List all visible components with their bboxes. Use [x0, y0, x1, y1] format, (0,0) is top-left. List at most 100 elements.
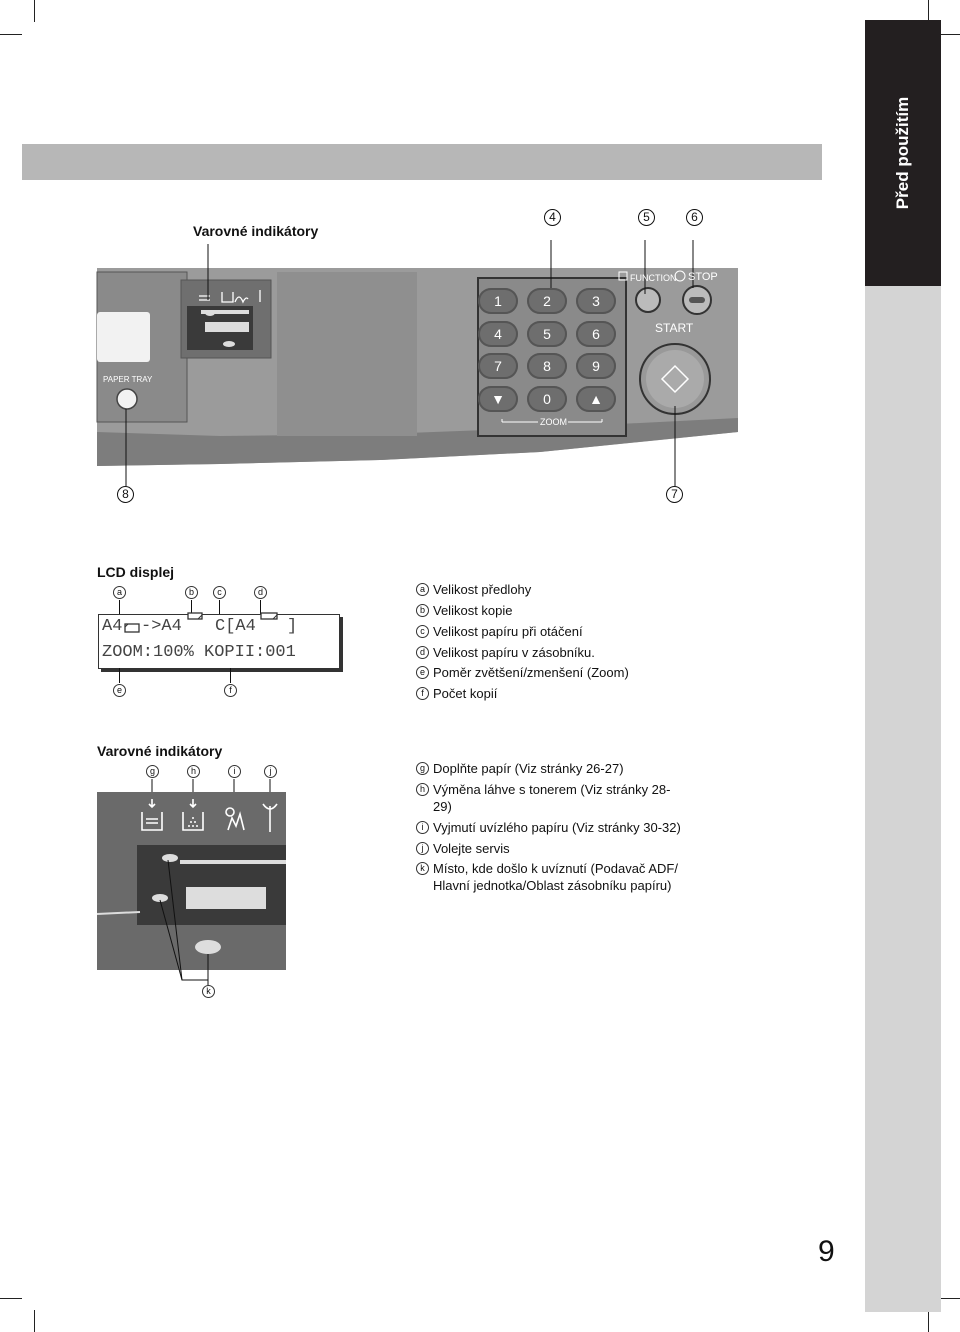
- function-button[interactable]: [636, 288, 660, 312]
- key-8[interactable]: 8: [527, 353, 567, 379]
- stop-button[interactable]: [683, 286, 711, 314]
- legend-text: Velikost kopie: [433, 603, 513, 618]
- sidebar-tab: Před použitím: [865, 20, 941, 286]
- legend-text: Poměr zvětšení/zmenšení (Zoom): [433, 665, 629, 680]
- legend-text: Místo, kde došlo k uvíznutí (Podavač ADF…: [433, 860, 678, 894]
- leader-line: [119, 668, 120, 683]
- tray-paper-icon: [260, 612, 278, 620]
- crop-mark: [938, 1298, 960, 1299]
- legend-letter: c: [416, 625, 429, 638]
- leader-line: [230, 668, 231, 683]
- legend-letter: a: [416, 583, 429, 596]
- warn-letter-h: h: [187, 765, 200, 778]
- lcd-legend-c: c Velikost papíru při otáčení: [416, 623, 583, 640]
- function-label: FUNCTION: [630, 273, 677, 283]
- panel-title: Varovné indikátory: [193, 223, 319, 239]
- warnings-title: Varovné indikátory: [97, 743, 223, 759]
- lcd-line1-original: A4: [102, 617, 123, 636]
- callout-7: 7: [666, 486, 683, 503]
- header-bar: [22, 144, 822, 180]
- legend-line: Volejte servis: [433, 841, 510, 856]
- lcd-letter-a: a: [113, 586, 126, 599]
- key-2[interactable]: 2: [527, 288, 567, 314]
- callout-5: 5: [638, 209, 655, 226]
- lcd-line1-bracket: ]: [287, 617, 298, 636]
- legend-line: 29): [433, 799, 452, 814]
- callout-4: 4: [544, 209, 561, 226]
- lcd-letter-b: b: [185, 586, 198, 599]
- lcd-legend-e: e Poměr zvětšení/zmenšení (Zoom): [416, 664, 629, 681]
- crop-mark: [0, 34, 22, 35]
- crop-mark: [34, 1310, 35, 1332]
- legend-letter: i: [416, 821, 429, 834]
- key-6[interactable]: 6: [576, 321, 616, 347]
- start-label: START: [655, 321, 694, 335]
- legend-line: Hlavní jednotka/Oblast zásobníku papíru): [433, 878, 672, 893]
- key-3[interactable]: 3: [576, 288, 616, 314]
- warn-letter-g: g: [146, 765, 159, 778]
- legend-letter: e: [416, 666, 429, 679]
- warn-legend-k: k Místo, kde došlo k uvíznutí (Podavač AD…: [416, 860, 678, 894]
- paper-tray-label: PAPER TRAY: [103, 375, 153, 384]
- lcd-legend-f: f Počet kopií: [416, 685, 497, 702]
- legend-letter: k: [416, 862, 429, 875]
- warn-letter-i: i: [228, 765, 241, 778]
- leader-line: [191, 600, 192, 614]
- legend-text: Velikost předlohy: [433, 582, 532, 597]
- warning-panel-drawing: [96, 779, 286, 985]
- legend-letter: f: [416, 687, 429, 700]
- legend-text: Počet kopií: [433, 686, 498, 701]
- lcd-screen: A4 ->A4 C[A4 ] ZOOM:100% KOPII:001: [98, 612, 340, 669]
- legend-text: Volejte servis: [433, 840, 510, 857]
- paper-tray-button[interactable]: [117, 389, 137, 409]
- legend-text: Velikost papíru v zásobníku.: [433, 645, 595, 660]
- key-4[interactable]: 4: [478, 321, 518, 347]
- crop-mark: [928, 1310, 929, 1332]
- lcd-legend-d: d Velikost papíru v zásobníku.: [416, 644, 595, 661]
- crop-mark: [938, 34, 960, 35]
- lcd-letter-f: f: [224, 684, 237, 697]
- legend-line: Výměna láhve s tonerem (Viz stránky 28-: [433, 782, 671, 797]
- lcd-line2: ZOOM:100% KOPII:001: [102, 643, 296, 662]
- warn-legend-h: h Výměna láhve s tonerem (Viz stránky 28-…: [416, 781, 670, 815]
- callout-6: 6: [686, 209, 703, 226]
- warn-letter-k: k: [202, 985, 215, 998]
- leader-line: [260, 600, 261, 614]
- key-1[interactable]: 1: [478, 288, 518, 314]
- callout-8: 8: [117, 486, 134, 503]
- stop-label: STOP: [688, 271, 718, 283]
- lcd-title: LCD displej: [97, 564, 175, 580]
- key-9[interactable]: 9: [576, 353, 616, 379]
- leader-line: [119, 600, 120, 618]
- lcd-letter-d: d: [254, 586, 267, 599]
- lcd-letter-e: e: [113, 684, 126, 697]
- legend-line: Vyjmutí uvízlého papíru (Viz stránky 30-…: [433, 820, 681, 835]
- legend-letter: h: [416, 783, 429, 796]
- zoom-down-button[interactable]: ▼: [478, 386, 518, 412]
- lcd-line1-tray: C[A4: [215, 617, 256, 636]
- legend-text: Doplňte papír (Viz stránky 26-27): [433, 760, 624, 777]
- legend-text: Velikost papíru při otáčení: [433, 624, 583, 639]
- key-5[interactable]: 5: [527, 321, 567, 347]
- warn-letter-j: j: [264, 765, 277, 778]
- crop-mark: [34, 0, 35, 22]
- key-0[interactable]: 0: [527, 386, 567, 412]
- legend-text: Výměna láhve s tonerem (Viz stránky 28- 2…: [433, 781, 670, 815]
- legend-text: Vyjmutí uvízlého papíru (Viz stránky 30-…: [433, 819, 681, 836]
- portrait-orientation-icon: [187, 612, 203, 620]
- page-number: 9: [818, 1235, 835, 1268]
- lcd-legend-a: a Velikost předlohy: [416, 581, 531, 598]
- legend-letter: j: [416, 842, 429, 855]
- legend-letter: g: [416, 762, 429, 775]
- zoom-label: ZOOM: [540, 417, 567, 427]
- key-7[interactable]: 7: [478, 353, 518, 379]
- start-button[interactable]: [640, 344, 710, 414]
- lcd-line1-copy: ->A4: [141, 617, 182, 636]
- lcd-legend-b: b Velikost kopie: [416, 602, 513, 619]
- warn-legend-i: i Vyjmutí uvízlého papíru (Viz stránky 30…: [416, 819, 681, 836]
- landscape-orientation-icon: [124, 623, 140, 633]
- legend-letter: d: [416, 646, 429, 659]
- zoom-up-button[interactable]: ▲: [576, 386, 616, 412]
- crop-mark: [0, 1298, 22, 1299]
- legend-letter: b: [416, 604, 429, 617]
